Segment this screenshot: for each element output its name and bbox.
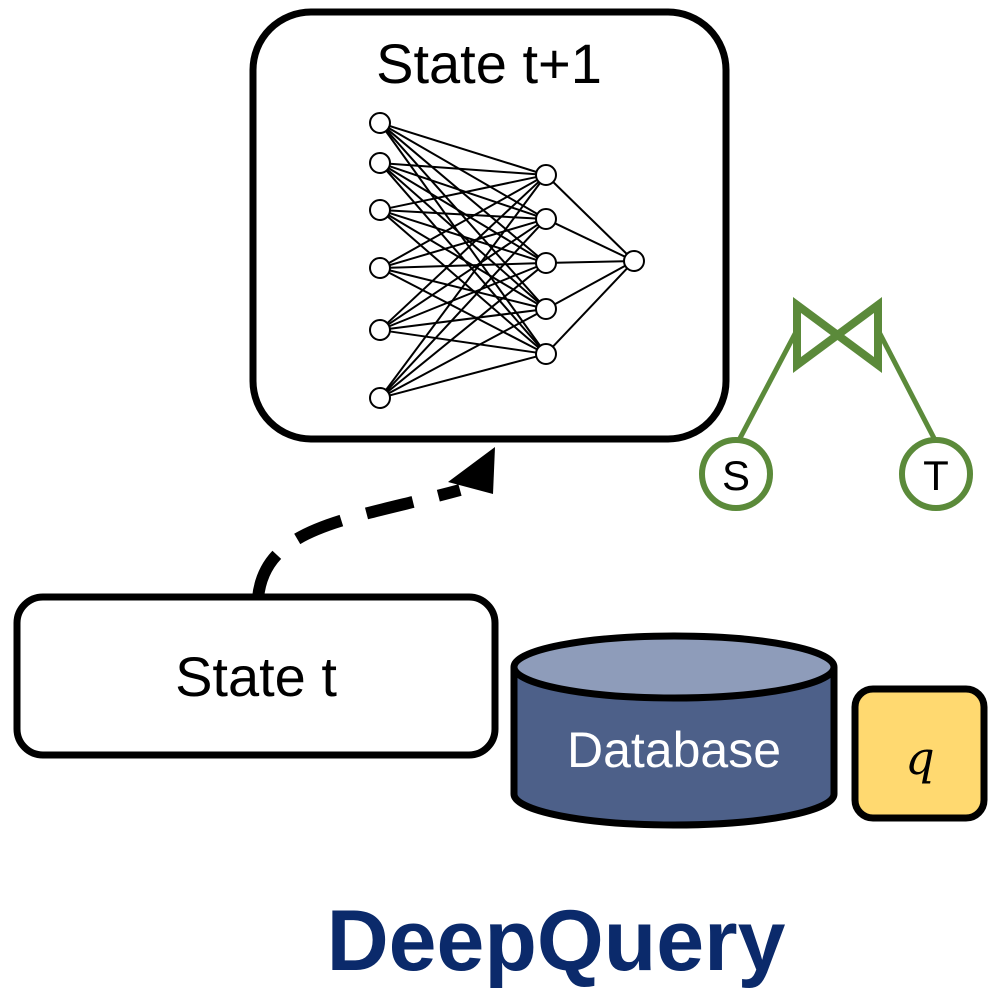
nn-edge <box>389 330 537 354</box>
diagram-title: DeepQuery <box>327 893 786 989</box>
nn-edge <box>389 220 537 267</box>
nn-edge <box>388 265 538 328</box>
nn-edge <box>385 130 541 347</box>
nn-edge <box>387 223 539 326</box>
nn-edge <box>554 264 626 306</box>
nn-edge <box>552 267 628 348</box>
nn-edge <box>388 179 538 264</box>
query-box: q <box>851 685 988 822</box>
nn-edge <box>388 167 538 259</box>
nn-edge <box>554 222 626 258</box>
nn-node-layer-2 <box>535 208 557 230</box>
join-right-label: T <box>923 452 949 499</box>
nn-edge <box>389 176 537 209</box>
nn-node-layer-1 <box>369 319 391 341</box>
nn-edge <box>389 262 537 269</box>
database-icon: Database <box>510 632 838 829</box>
nn-edge <box>552 181 628 255</box>
join-right-node: T <box>899 437 973 511</box>
nn-node-layer-2 <box>535 164 557 186</box>
nn-edge <box>387 268 539 393</box>
nn-edge <box>389 162 537 176</box>
arrowhead-icon <box>448 447 495 494</box>
nn-edge <box>389 355 537 397</box>
nn-edge <box>386 181 540 324</box>
nn-node-layer-2 <box>535 343 557 365</box>
nn-edge <box>388 271 538 351</box>
join-left-node: S <box>699 437 773 511</box>
nn-node-layer-2 <box>535 298 557 320</box>
nn-edge <box>388 127 538 215</box>
nn-edge <box>385 129 541 303</box>
state-next-box: State t+1 <box>249 8 730 443</box>
nn-edge <box>389 209 537 220</box>
nn-edge <box>388 312 538 395</box>
nn-node-layer-1 <box>369 112 391 134</box>
state-next-label: State t+1 <box>376 32 602 95</box>
nn-node-layer-1 <box>369 257 391 279</box>
join-tree: S T <box>699 297 973 511</box>
state-current-label: State t <box>175 645 337 708</box>
nn-edge <box>389 309 537 330</box>
nn-edge <box>389 212 537 261</box>
join-left-label: S <box>722 452 750 499</box>
database-label: Database <box>567 722 781 778</box>
nn-edge <box>389 269 537 308</box>
nn-node-layer-2 <box>535 252 557 274</box>
state-current-box: State t <box>13 593 499 759</box>
nn-node-layer-1 <box>369 199 391 221</box>
nn-edge <box>385 182 541 391</box>
transition-arrow-path <box>252 484 462 599</box>
transition-arrow <box>252 447 495 599</box>
nn-edge <box>386 225 540 392</box>
nn-edge <box>555 260 625 264</box>
query-label: q <box>905 731 934 785</box>
nn-node-layer-1 <box>369 152 391 174</box>
neural-network <box>369 112 645 409</box>
nn-node-layer-1 <box>369 387 391 409</box>
join-bowtie-icon <box>793 297 882 373</box>
nn-edge <box>389 125 537 173</box>
nn-node-layer-3 <box>623 250 645 272</box>
